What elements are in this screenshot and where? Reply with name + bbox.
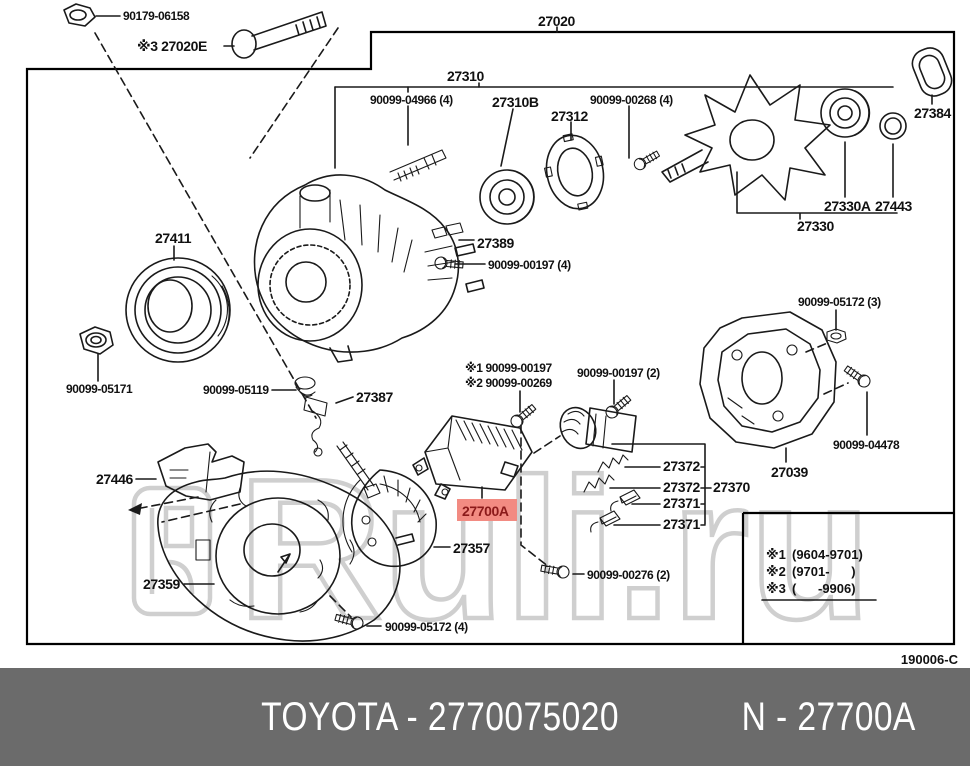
label-27020: 27020 bbox=[538, 13, 576, 29]
label-90099-00268: 90099-00268 (4) bbox=[590, 93, 673, 107]
label-27411: 27411 bbox=[155, 230, 192, 246]
diagram-area: Ruli.ru bbox=[25, 3, 959, 667]
label-27384: 27384 bbox=[914, 105, 952, 121]
part-rear-bracket-27359 bbox=[157, 470, 415, 642]
legend-row-2: ※2 (9701- ) bbox=[766, 564, 856, 579]
part-spring-27372-2 bbox=[583, 474, 615, 493]
label-90099-00197-4: 90099-00197 (4) bbox=[488, 258, 571, 272]
label-27446: 27446 bbox=[96, 471, 134, 487]
part-bolt-90099-00268 bbox=[631, 148, 662, 173]
label-27371-2: 27371 bbox=[663, 516, 701, 532]
part-rectifier-27357 bbox=[342, 469, 437, 568]
part-insulator-90099-05119 bbox=[294, 376, 316, 398]
part-brush-27371-1 bbox=[610, 489, 641, 512]
highlight-text: 27700A bbox=[462, 503, 509, 519]
legend-range-1: (9604-9701) bbox=[792, 547, 863, 562]
legend-marker-1: ※1 bbox=[766, 547, 786, 562]
watermark-text: Ruli.ru bbox=[238, 438, 871, 661]
bracket-27330 bbox=[736, 141, 898, 220]
highlighted-label-27700a: 27700A bbox=[457, 499, 517, 521]
dashed-arrowhead bbox=[128, 503, 142, 515]
label-27357: 27357 bbox=[453, 540, 491, 556]
label-90099-05171: 90099-05171 bbox=[66, 382, 133, 396]
label-27359: 27359 bbox=[143, 576, 181, 592]
legend-range-2: (9701- ) bbox=[792, 564, 856, 579]
leader-lines bbox=[95, 15, 933, 627]
legend: ※1 (9604-9701) ※2 (9701- ) ※3 ( -9906) bbox=[766, 547, 863, 596]
legend-range-3: ( -9906) bbox=[792, 581, 856, 596]
part-brush-holder-27370 bbox=[559, 406, 637, 453]
part-rotor-27330 bbox=[661, 74, 831, 201]
label-x1-90099-00197: ※1 90099-00197 bbox=[465, 361, 553, 375]
part-bolt-27020e bbox=[231, 11, 327, 59]
label-90179-06158: 90179-06158 bbox=[123, 9, 190, 23]
part-brush-27371-2 bbox=[590, 510, 621, 533]
label-27389: 27389 bbox=[477, 235, 515, 251]
label-27372-1: 27372 bbox=[663, 458, 701, 474]
legend-row-3: ※3 ( -9906) bbox=[766, 581, 856, 596]
label-90099-00197-2: 90099-00197 (2) bbox=[577, 366, 660, 380]
label-27371-1: 27371 bbox=[663, 495, 701, 511]
label-27020e: ※3 27020E bbox=[137, 38, 207, 54]
label-90099-04966: 90099-04966 (4) bbox=[370, 93, 453, 107]
label-27312: 27312 bbox=[551, 108, 589, 124]
part-regulator-27700a bbox=[412, 415, 533, 500]
label-27387: 27387 bbox=[356, 389, 394, 405]
footer-part-number: TOYOTA - 2770075020 bbox=[261, 694, 620, 739]
part-stud-terminal bbox=[336, 441, 381, 499]
label-27443: 27443 bbox=[875, 198, 913, 214]
part-screw-x12 bbox=[507, 401, 539, 431]
part-retainer-27312 bbox=[544, 133, 605, 211]
footer-bar: TOYOTA - 2770075020 N - 27700A bbox=[0, 668, 970, 766]
label-90099-05119: 90099-05119 bbox=[203, 383, 269, 397]
part-spring-27372-1 bbox=[597, 454, 629, 473]
label-90099-05172-3: 90099-05172 (3) bbox=[798, 295, 881, 309]
main-border bbox=[25, 30, 956, 646]
footer-catalog-code: N - 27700A bbox=[741, 694, 917, 739]
label-90099-04478: 90099-04478 bbox=[833, 438, 900, 452]
part-front-housing bbox=[253, 174, 485, 363]
label-27330: 27330 bbox=[797, 218, 835, 234]
part-cover-27384 bbox=[911, 47, 953, 97]
part-bearing-27310b bbox=[479, 169, 535, 225]
part-plate-27446 bbox=[157, 443, 245, 501]
part-screw-90099-00197-2 bbox=[602, 392, 634, 422]
label-27370: 27370 bbox=[713, 479, 751, 495]
legend-box bbox=[741, 511, 954, 644]
bracket-27370 bbox=[611, 443, 712, 526]
part-screw-90099-00197-4 bbox=[433, 255, 464, 272]
label-x2-90099-00269: ※2 90099-00269 bbox=[465, 376, 553, 390]
part-nut-90179 bbox=[63, 3, 96, 27]
part-rear-cover-27039 bbox=[699, 311, 837, 449]
part-nut-90099-05171 bbox=[79, 326, 114, 355]
label-27330a: 27330A bbox=[824, 198, 871, 214]
part-ring-27443 bbox=[879, 112, 907, 140]
part-nut-90099-05172-3 bbox=[826, 328, 847, 344]
legend-marker-3: ※3 bbox=[766, 581, 786, 596]
label-27372-2: 27372 bbox=[663, 479, 701, 495]
legend-row-1: ※1 (9604-9701) bbox=[766, 547, 863, 562]
part-stud-90099-04966 bbox=[389, 149, 447, 182]
footer-text: TOYOTA - 2770075020 N - 27700A bbox=[227, 695, 932, 740]
part-insulator-27389 bbox=[431, 222, 464, 239]
watermark: Ruli.ru bbox=[131, 436, 874, 663]
label-27039: 27039 bbox=[771, 464, 809, 480]
label-27310b: 27310B bbox=[492, 94, 539, 110]
dashed-guides bbox=[94, 27, 849, 618]
doc-code: 190006-C bbox=[901, 652, 959, 667]
part-terminal-27387 bbox=[303, 396, 328, 457]
part-pulley-27411 bbox=[125, 257, 231, 363]
label-90099-00276: 90099-00276 (2) bbox=[587, 568, 670, 582]
legend-marker-2: ※2 bbox=[766, 564, 786, 579]
part-bearing-27330a bbox=[820, 88, 871, 138]
part-screw-90099-04478 bbox=[841, 362, 873, 390]
label-90099-05172-4: 90099-05172 (4) bbox=[385, 620, 468, 634]
label-27310: 27310 bbox=[447, 68, 485, 84]
